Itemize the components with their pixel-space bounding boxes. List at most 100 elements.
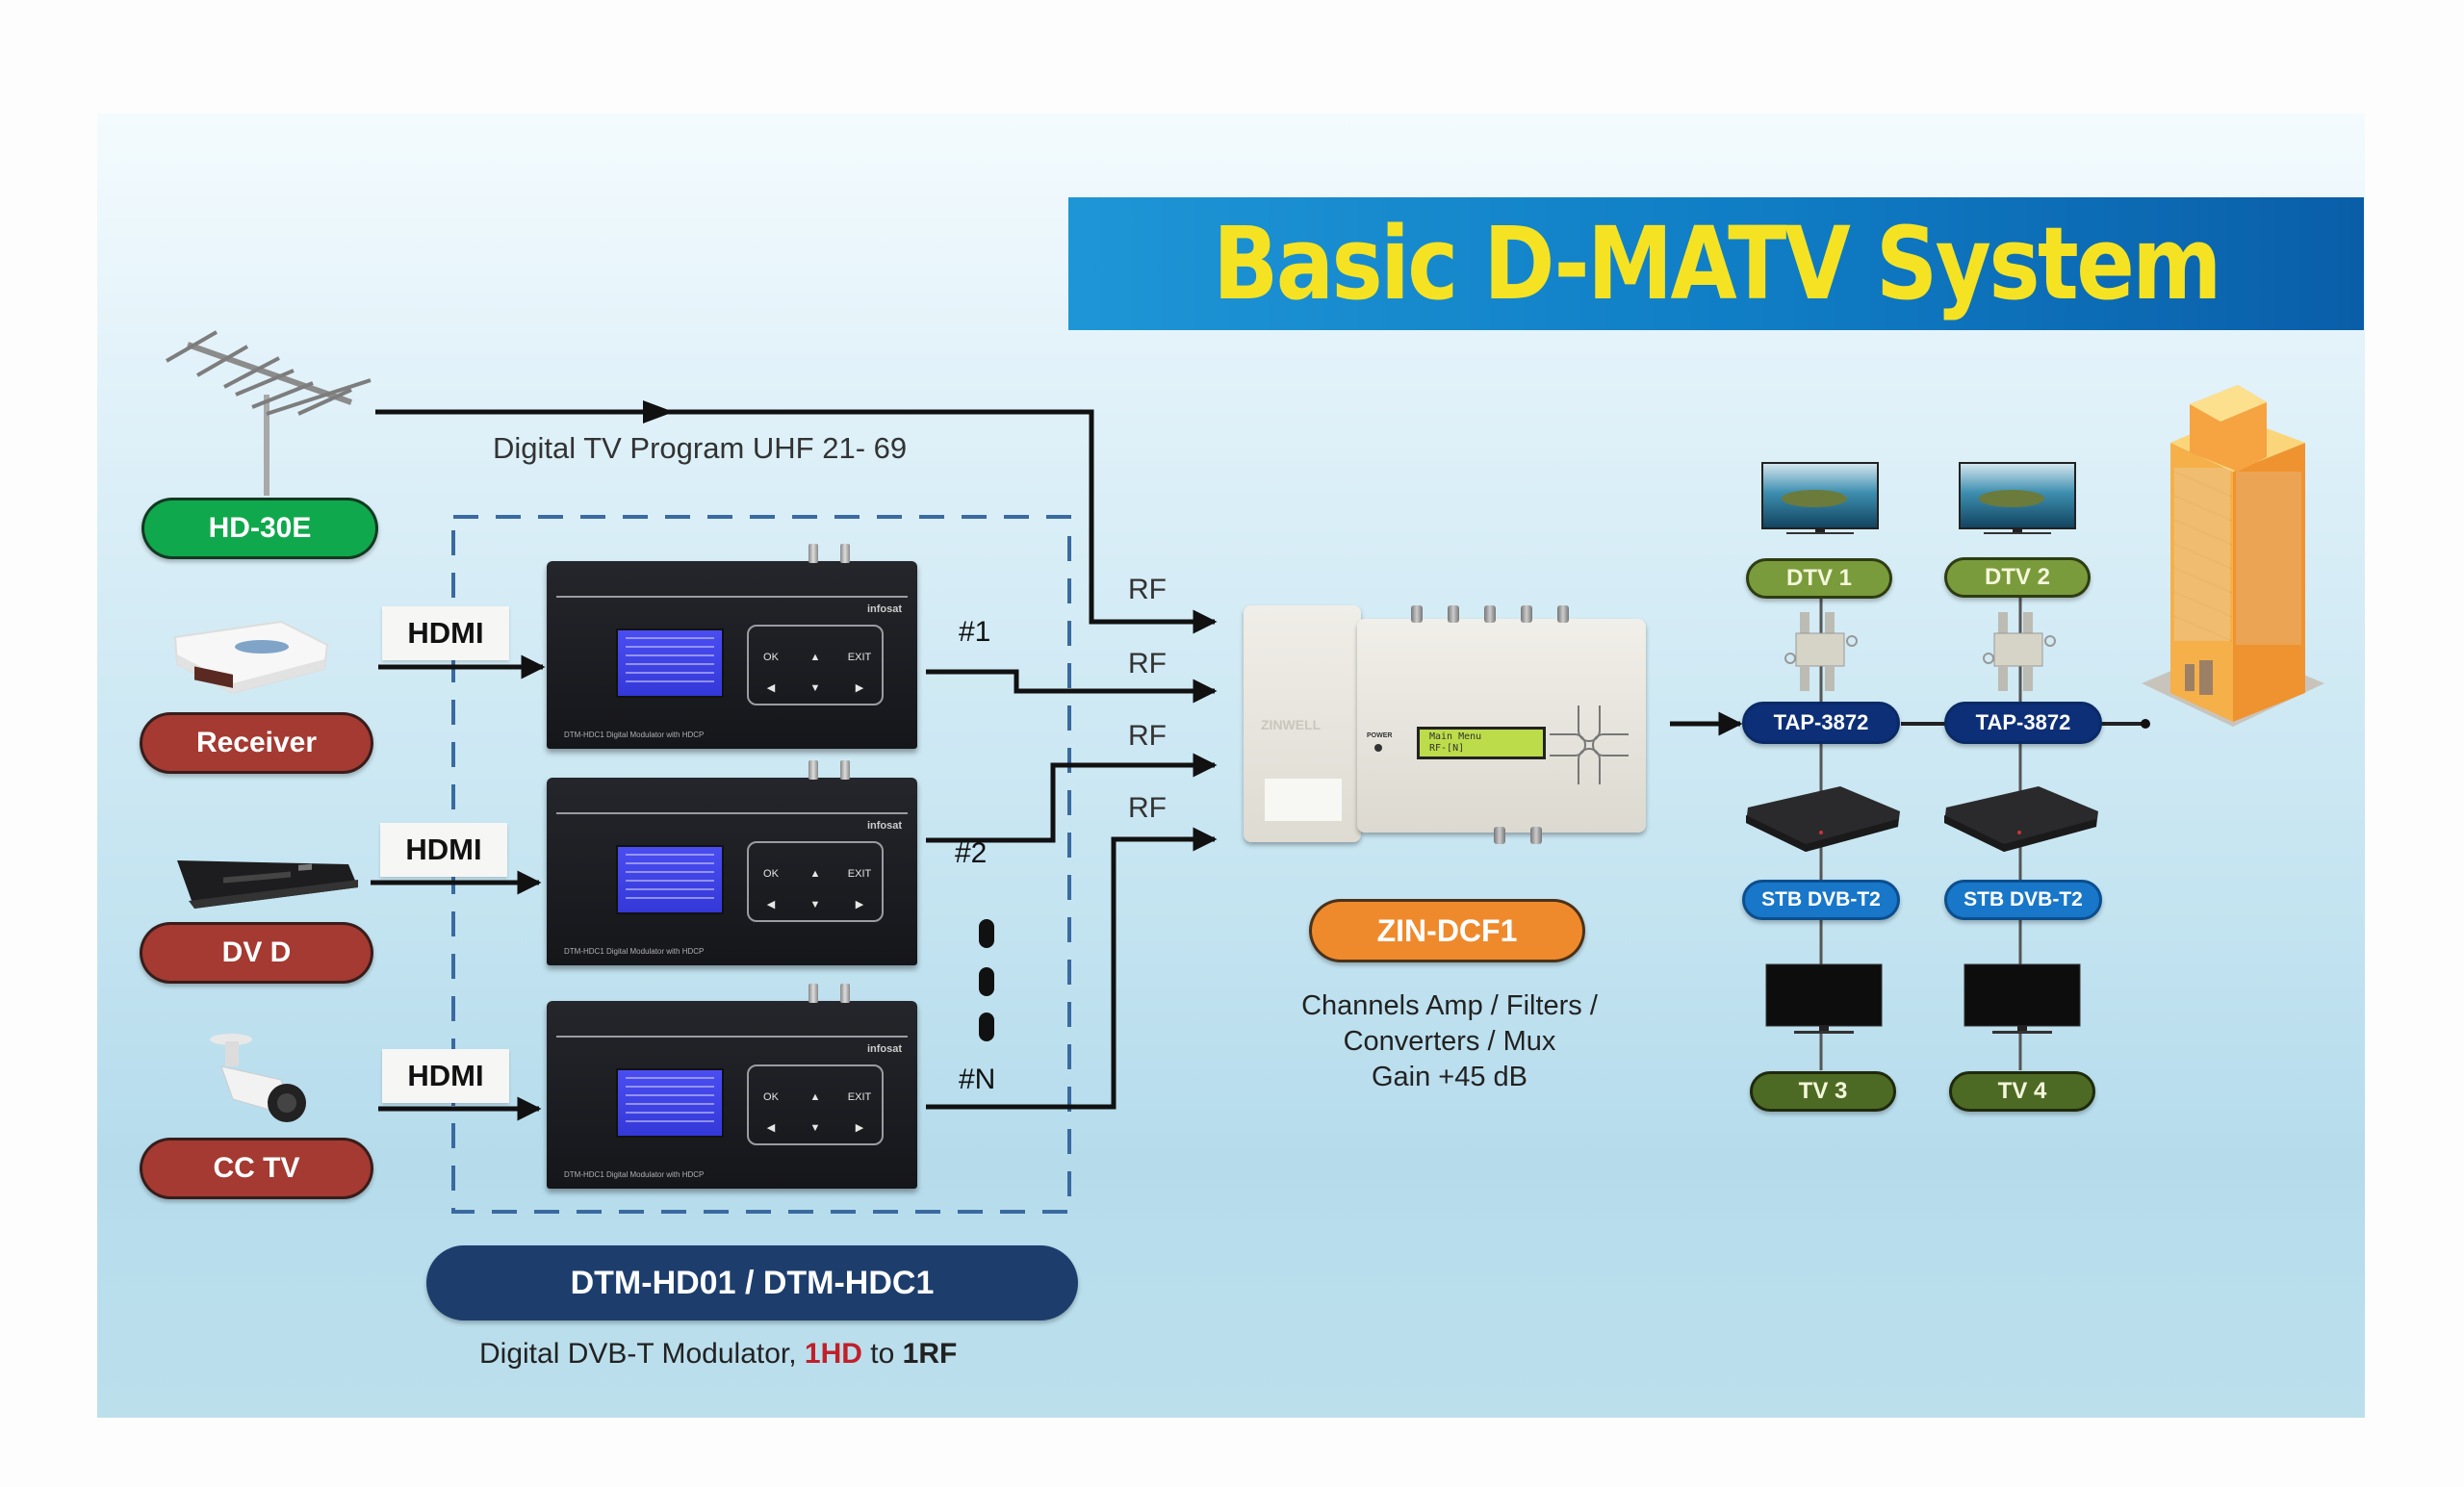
more-modulators-dot xyxy=(979,1013,994,1041)
modulator-caption: DTM-HDC1 Digital Modulator with HDCP xyxy=(564,1170,705,1179)
tap-pill-1: TAP-3872 xyxy=(1742,702,1900,744)
modulator-brand: infosat xyxy=(866,1043,902,1055)
antenna-feed-line xyxy=(375,409,1218,634)
modulator-caption: DTM-HDC1 Digital Modulator with HDCP xyxy=(564,947,705,956)
modulator-keypad: OK ▲ EXIT ◀ ▼ ▶ xyxy=(747,841,884,922)
keypad-down: ▼ xyxy=(809,681,821,694)
modulator-keypad: OK ▲ EXIT ◀ ▼ ▶ xyxy=(747,1064,884,1145)
antenna-model-pill: HD-30E xyxy=(141,498,378,559)
headend-description-line: Channels Amp / Filters / xyxy=(1301,990,1598,1021)
keypad-exit: EXIT xyxy=(847,651,872,663)
hdmi-tag-3: HDMI xyxy=(382,1049,509,1103)
keypad-up: ▲ xyxy=(809,1090,821,1103)
set-top-box-icon xyxy=(1944,786,2098,852)
channel-label-2: #2 xyxy=(955,837,988,869)
headend-lcd: Main Menu RF-[N] xyxy=(1417,727,1546,759)
modulator-description-highlight: 1HD xyxy=(804,1338,862,1370)
keypad-left: ◀ xyxy=(766,682,776,695)
modulator-screen xyxy=(616,628,724,698)
tv-pill-4: TV 4 xyxy=(1949,1071,2095,1112)
dvd-player-icon xyxy=(177,860,358,909)
set-top-box-icon xyxy=(1746,786,1900,852)
headend-description-line: Converters / Mux xyxy=(1343,1026,1556,1057)
keypad-ok: OK xyxy=(763,1090,779,1103)
modulator-description: Digital DVB-T Modulator, 1HD to 1RF xyxy=(479,1338,957,1371)
modulator-unit-2: infosat OK ▲ EXIT ◀ ▼ ▶ DTM-HDC1 Digital… xyxy=(547,760,917,965)
keypad-right: ▶ xyxy=(855,899,864,911)
headend-lcd-line-2: RF-[N] xyxy=(1429,743,1465,754)
headend-model-pill: ZIN-DCF1 xyxy=(1309,899,1585,962)
hdmi-tag-2: HDMI xyxy=(380,823,507,877)
headend-sticker xyxy=(1265,779,1342,821)
source-pill-receiver: Receiver xyxy=(140,712,373,774)
antenna-signal-caption: Digital TV Program UHF 21- 69 xyxy=(493,431,908,465)
hdmi-tag-1: HDMI xyxy=(382,606,509,660)
channel-label-1: #1 xyxy=(959,616,991,648)
flat-tv-off-icon xyxy=(1964,963,2081,1034)
modulator-screen xyxy=(616,1068,724,1138)
keypad-left: ◀ xyxy=(766,899,776,911)
keypad-down: ▼ xyxy=(809,1121,821,1134)
outlet-pill-dtv-1: DTV 1 xyxy=(1746,558,1892,599)
keypad-up: ▲ xyxy=(809,867,821,880)
keypad-right: ▶ xyxy=(855,1122,864,1135)
keypad-exit: EXIT xyxy=(847,1090,872,1103)
building-icon xyxy=(2142,385,2324,727)
headend-filter-unit: ZINWELL POWER Main Menu RF-[N] xyxy=(1244,602,1653,847)
source-pill-dvd: DV D xyxy=(140,922,373,984)
flat-tv-icon xyxy=(1761,462,1879,534)
more-modulators-dot xyxy=(979,919,994,948)
headend-power-label: POWER xyxy=(1367,732,1393,739)
rf-label-antenna: RF xyxy=(1128,574,1167,605)
keypad-left: ◀ xyxy=(766,1122,776,1135)
modulator-screen xyxy=(616,845,724,914)
modulator-caption: DTM-HDC1 Digital Modulator with HDCP xyxy=(564,731,705,739)
modulator-unit-n: infosat OK ▲ EXIT ◀ ▼ ▶ DTM-HDC1 Digital… xyxy=(547,984,917,1189)
modulator-keypad: OK ▲ EXIT ◀ ▼ ▶ xyxy=(747,625,884,705)
antenna-feed-midarrow xyxy=(643,400,674,423)
cctv-camera-icon xyxy=(210,1034,306,1122)
rf-label-1: RF xyxy=(1128,648,1167,679)
stb-pill-1: STB DVB-T2 xyxy=(1742,880,1900,920)
headend-lcd-line-1: Main Menu xyxy=(1429,731,1482,742)
headend-brand: ZINWELL xyxy=(1261,717,1322,732)
flat-tv-icon xyxy=(1959,462,2076,534)
modulator-brand: infosat xyxy=(866,820,902,832)
yagi-antenna-icon xyxy=(166,330,372,496)
keypad-exit: EXIT xyxy=(847,867,872,880)
keypad-down: ▼ xyxy=(809,898,821,910)
modulator-unit-1: infosat OK ▲ EXIT ◀ ▼ ▶ DTM-HDC1 Digital… xyxy=(547,544,917,749)
power-led-icon xyxy=(1374,744,1382,752)
modulator-group-boundary xyxy=(451,515,1071,1214)
headend-description-line: Gain +45 dB xyxy=(1371,1062,1528,1092)
keypad-ok: OK xyxy=(763,651,779,663)
source-pill-cctv: CC TV xyxy=(140,1138,373,1199)
headend-description: Channels Amp / Filters / Converters / Mu… xyxy=(1267,988,1632,1095)
stb-pill-2: STB DVB-T2 xyxy=(1944,880,2102,920)
diagram-title: Basic D-MATV System xyxy=(1213,205,2221,322)
modulator-description-prefix: Digital DVB-T Modulator, xyxy=(479,1338,805,1370)
trunk-terminator xyxy=(2141,719,2150,729)
rf-line-2 xyxy=(926,753,1218,843)
keypad-up: ▲ xyxy=(809,651,821,663)
rf-label-n: RF xyxy=(1128,792,1167,824)
flat-tv-off-icon xyxy=(1765,963,1883,1034)
title-banner: Basic D-MATV System xyxy=(1068,197,2364,330)
more-modulators-dot xyxy=(979,967,994,996)
diagram-background xyxy=(97,114,2365,1418)
modulator-description-suffix: 1RF xyxy=(902,1338,958,1370)
splitter-icon xyxy=(1784,612,1858,691)
outlet-pill-dtv-2: DTV 2 xyxy=(1944,557,2091,598)
headend-dpad-icon xyxy=(1550,705,1629,784)
modulator-model-pill: DTM-HD01 / DTM-HDC1 xyxy=(426,1245,1078,1320)
tv-pill-3: TV 3 xyxy=(1750,1071,1896,1112)
headend-side-module: ZINWELL xyxy=(1244,605,1361,842)
keypad-ok: OK xyxy=(763,867,779,880)
modulator-brand: infosat xyxy=(866,603,902,615)
keypad-right: ▶ xyxy=(855,682,864,695)
satellite-receiver-icon xyxy=(173,620,329,695)
rf-line-n xyxy=(926,827,1218,1110)
rf-label-2: RF xyxy=(1128,720,1167,752)
headend-main-body: POWER Main Menu RF-[N] xyxy=(1357,605,1646,844)
tap-pill-2: TAP-3872 xyxy=(1944,702,2102,744)
